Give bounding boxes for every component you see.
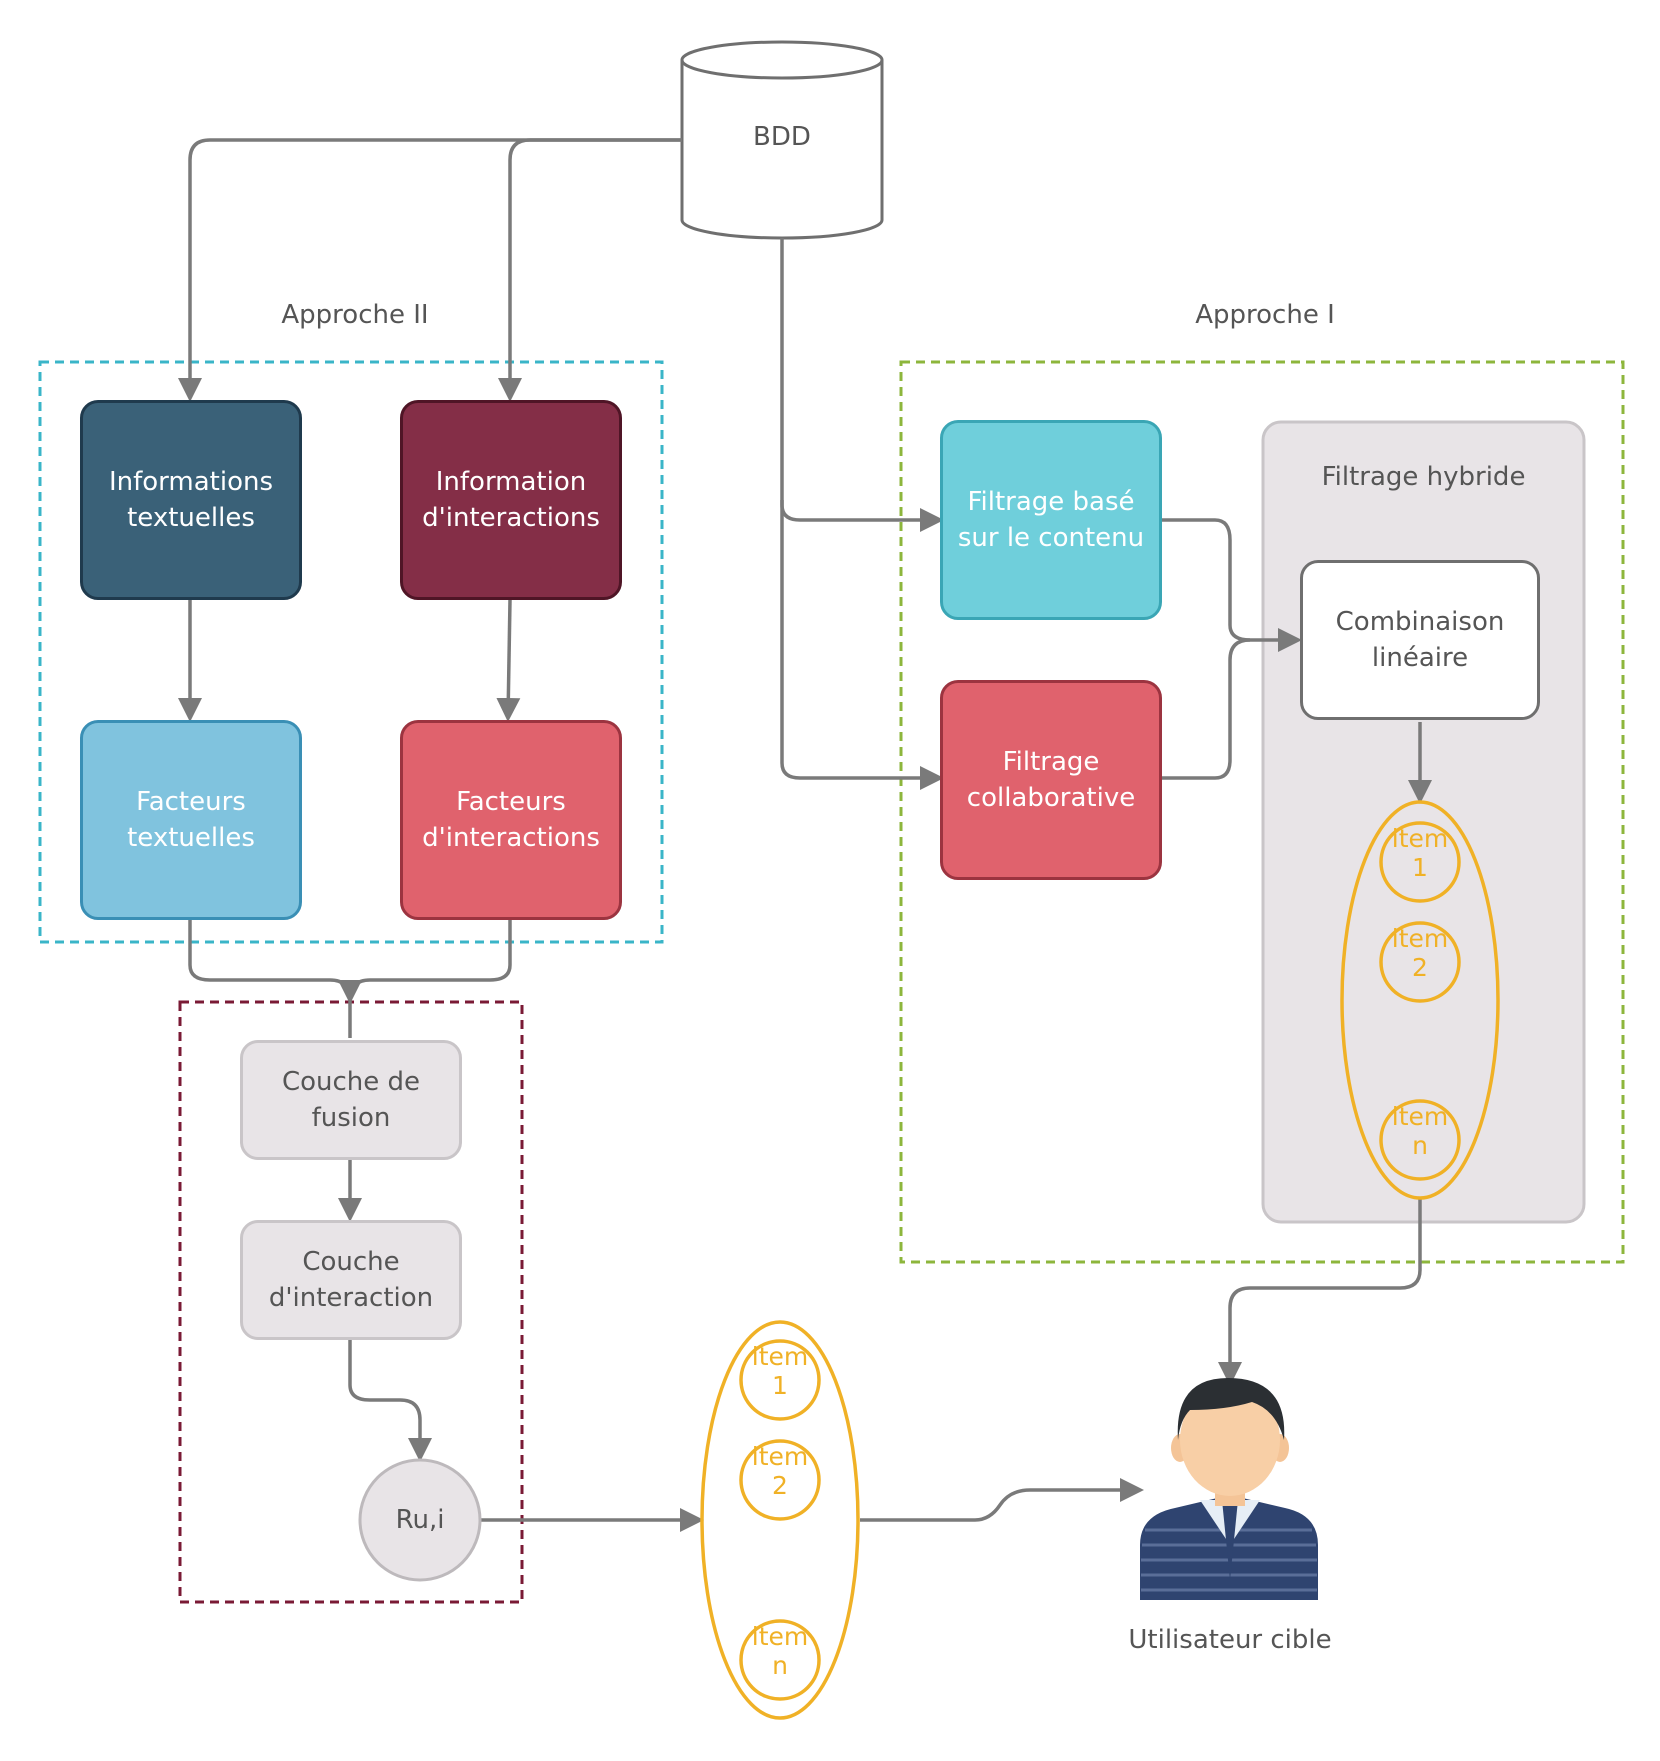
arrow-list-to-user <box>860 1478 1144 1522</box>
user-avatar-icon <box>1140 1378 1318 1600</box>
factors-text-box: Facteurs textuelles <box>80 720 302 920</box>
arrow-content-to-combination <box>1162 518 1302 652</box>
arrow-info-interactions-to-factors <box>496 599 521 722</box>
database-cylinder <box>680 40 884 240</box>
info-text-box: Informations textuelles <box>80 400 302 600</box>
content-filtering-box: Filtrage basé sur le contenu <box>940 420 1162 620</box>
output-item-2-word: item <box>751 1442 809 1471</box>
approach1-item-n-word: item <box>1391 1102 1449 1131</box>
output-item-1-label: item 1 <box>735 1342 825 1400</box>
info-interactions-box: Information d'interactions <box>400 400 622 600</box>
approach1-item-list <box>1340 800 1500 1200</box>
output-item-1-circle <box>739 1339 821 1421</box>
approach1-item-1-circle <box>1379 821 1461 903</box>
score-label: Ru,i <box>395 1505 445 1535</box>
output-item-n-circle <box>739 1619 821 1701</box>
output-item-n-word: item <box>751 1622 809 1651</box>
user-label: Utilisateur cible <box>1128 1625 1332 1655</box>
output-items-ellipse <box>700 1320 860 1720</box>
score-circle <box>358 1458 482 1582</box>
output-item-2-circle <box>739 1439 821 1521</box>
approach1-item-1-word: item <box>1391 824 1449 853</box>
arrow-bdd-to-info-text <box>178 138 682 402</box>
bdd-label: BDD <box>753 122 811 152</box>
approach1-item-n-circle <box>1379 1099 1461 1181</box>
arrow-factors-merge <box>188 920 512 1038</box>
approach1-frame <box>899 360 1625 1264</box>
output-item-2-label: item 2 <box>735 1442 825 1500</box>
approach1-item-1-label: item 1 <box>1375 824 1465 882</box>
approach1-item-2-num: 2 <box>1412 953 1428 982</box>
output-item-1-word: item <box>751 1342 809 1371</box>
approach1-title: Approche I <box>1195 300 1335 330</box>
approach1-item-n-num: n <box>1412 1131 1428 1160</box>
approach2-title: Approche II <box>281 300 429 330</box>
approach1-item-2-word: item <box>1391 924 1449 953</box>
arrow-bdd-to-info-interactions <box>498 138 682 402</box>
arrow-collaborative-to-combination <box>1162 638 1251 780</box>
fusion-layer-box: Couche de fusion <box>240 1040 462 1160</box>
output-item-1-num: 1 <box>772 1371 788 1400</box>
arrow-bdd-to-collaborative <box>780 500 944 790</box>
output-item-2-num: 2 <box>772 1471 788 1500</box>
output-item-n-num: n <box>772 1651 788 1680</box>
approach1-item-1-num: 1 <box>1412 853 1428 882</box>
approach1-item-2-label: item 2 <box>1375 924 1465 982</box>
arrow-interaction-to-score <box>348 1340 432 1462</box>
linear-combination-box: Combinaison linéaire <box>1300 560 1540 720</box>
output-item-list <box>700 1320 860 1720</box>
hybrid-title: Filtrage hybride <box>1321 462 1526 492</box>
approach1-item-2-circle <box>1379 921 1461 1003</box>
collaborative-filtering-box: Filtrage collaborative <box>940 680 1162 880</box>
approach1-items-ellipse <box>1340 800 1500 1200</box>
approach1-item-n-label: item n <box>1375 1102 1465 1160</box>
interaction-layer-box: Couche d'interaction <box>240 1220 462 1340</box>
output-item-n-label: item n <box>735 1622 825 1680</box>
arrow-bdd-to-content <box>780 238 944 532</box>
factors-interactions-box: Facteurs d'interactions <box>400 720 622 920</box>
arrow-items-to-user <box>1218 1198 1422 1386</box>
